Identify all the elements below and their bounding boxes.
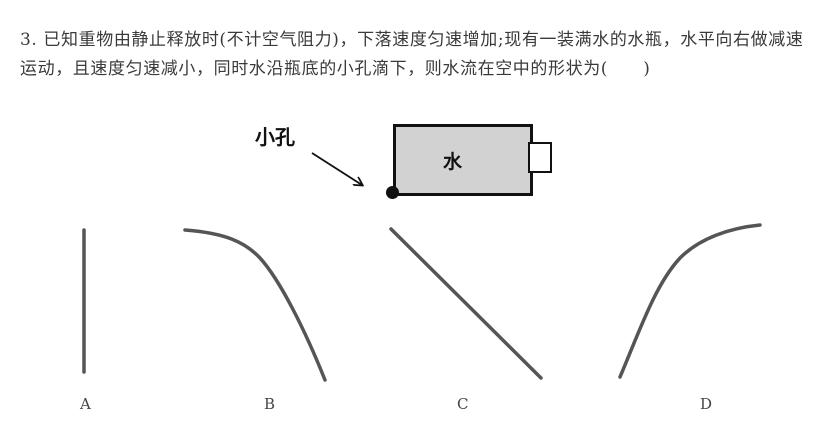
option-b-label: B [264,395,276,413]
option-d-curve [618,223,762,379]
option-b-curve [183,228,327,382]
water-bottle: 水 [393,124,533,196]
question-text: 3. 已知重物由静止释放时(不计空气阻力)，下落速度匀速增加;现有一装满水的水瓶… [20,30,804,79]
option-a-label: A [80,395,91,413]
pointer-arrow [311,152,362,185]
bottle-label: 水 [443,151,463,173]
hole-label: 小孔 [255,125,295,149]
option-c-label: C [457,395,469,413]
hole-dot [386,186,399,199]
option-d-label: D [700,395,713,413]
bottle-cap [528,142,552,173]
option-c-curve [389,227,543,380]
